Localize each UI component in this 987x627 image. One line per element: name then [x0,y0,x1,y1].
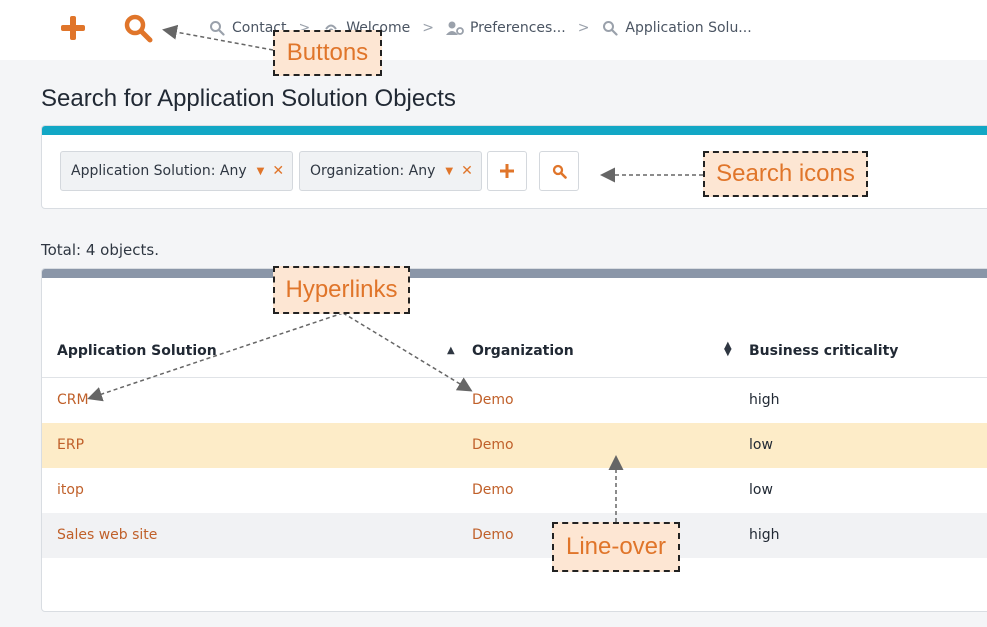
add-criterion-button[interactable] [487,151,527,191]
breadcrumb-label: Preferences... [469,20,566,36]
criterion-application-solution[interactable]: Application Solution: Any ▼ ✕ [60,151,294,191]
breadcrumb-separator: > [298,20,311,36]
search-icon [208,19,226,37]
application-solution-link[interactable]: ERP [57,437,85,453]
organization-link[interactable]: Demo [472,392,514,408]
organization-link[interactable]: Demo [472,482,514,498]
user-preferences-icon [445,19,464,37]
remove-criterion-icon[interactable]: ✕ [461,163,473,179]
table-row-hovered[interactable]: ERP Demo low [42,423,987,468]
breadcrumb-item-contact[interactable]: Contact [208,19,286,37]
criticality-value: low [749,482,773,498]
plus-icon [500,164,514,178]
column-header-application-solution[interactable]: Application Solution [57,343,217,359]
breadcrumb-separator: > [422,20,434,36]
criticality-value: high [749,392,780,408]
breadcrumb: Contact > Welcome > Preferences... > App… [208,16,752,40]
caret-down-icon[interactable]: ▼ [445,165,454,177]
page-title: Search for Application Solution Objects [41,85,456,112]
arrow-to-org-link [342,312,473,392]
table-row[interactable]: CRM Demo high [42,378,987,423]
criterion-label: Application Solution: Any [71,163,247,179]
header-divider [42,377,987,378]
organization-link[interactable]: Demo [472,437,514,453]
callout-search-icons: Search icons [703,151,868,197]
criterion-organization[interactable]: Organization: Any ▼ ✕ [299,151,482,191]
results-table-accent [42,269,987,278]
sort-icon[interactable]: ▲▼ [724,340,732,358]
submit-search-button[interactable] [539,151,579,191]
search-button[interactable] [120,10,156,46]
search-form-accent [42,126,987,135]
table-row[interactable]: Sales web site Demo high [42,513,987,558]
breadcrumb-label: Application Solu... [625,20,752,36]
search-icon [552,164,567,179]
column-header-business-criticality[interactable]: Business criticality [749,343,899,359]
breadcrumb-label: Contact [232,20,287,36]
arrow-to-buttons [162,24,274,51]
search-icon [601,19,619,37]
criterion-label: Organization: Any [310,163,436,179]
breadcrumb-item-application-solution[interactable]: Application Solu... [601,19,752,37]
plus-icon [61,16,85,40]
callout-hyperlinks: Hyperlinks [273,266,410,314]
column-header-organization[interactable]: Organization [472,343,574,359]
application-solution-link[interactable]: Sales web site [57,527,158,543]
criticality-value: high [749,527,780,543]
results-table: Application Solution ▲ Organization ▲▼ B… [41,268,987,612]
callout-buttons: Buttons [273,30,382,76]
search-icon [124,14,153,43]
application-solution-link[interactable]: itop [57,482,84,498]
criticality-value: low [749,437,773,453]
table-row[interactable]: itop Demo low [42,468,987,513]
callout-line-over: Line-over [552,522,680,572]
organization-link[interactable]: Demo [472,527,514,543]
arrow-to-app-link [87,312,344,402]
sort-ascending-icon[interactable]: ▲ [447,345,455,356]
breadcrumb-separator: > [577,20,590,36]
application-solution-link[interactable]: CRM [57,392,89,408]
new-button[interactable] [55,10,91,46]
breadcrumb-item-preferences[interactable]: Preferences... [445,19,566,37]
remove-criterion-icon[interactable]: ✕ [272,163,285,179]
results-total: Total: 4 objects. [41,241,159,259]
caret-down-icon[interactable]: ▼ [256,165,265,177]
